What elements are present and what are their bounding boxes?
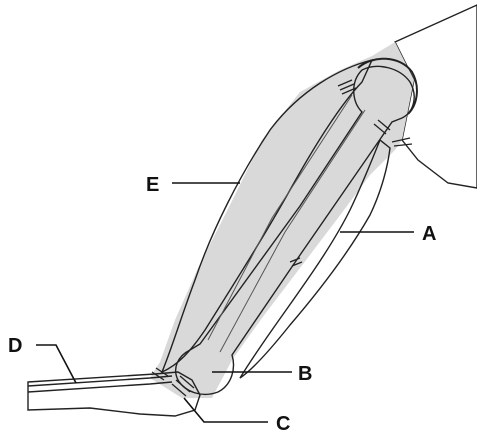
tendon-d <box>28 376 172 392</box>
leader-d <box>36 345 76 383</box>
label-c: C <box>276 413 290 435</box>
label-e: E <box>146 174 159 196</box>
label-b: B <box>298 363 312 385</box>
label-a: A <box>422 223 436 245</box>
upper-arm-skin <box>150 42 414 398</box>
label-d: D <box>8 335 22 357</box>
leader-c <box>184 398 268 422</box>
